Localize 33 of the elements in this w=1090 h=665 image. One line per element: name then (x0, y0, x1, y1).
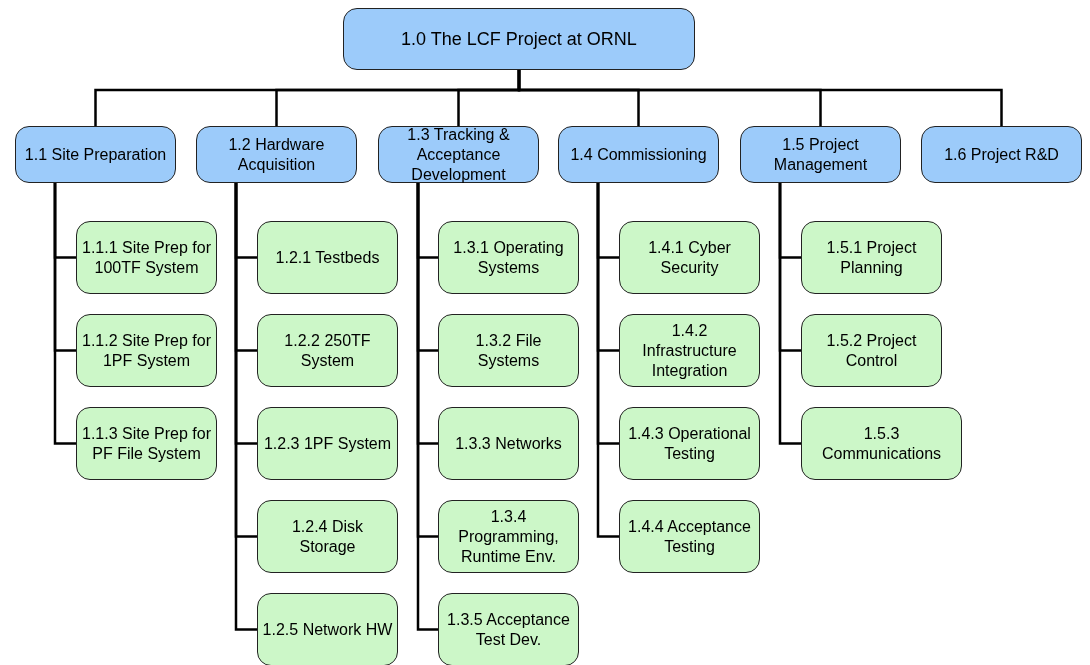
connector-line (596, 183, 619, 538)
category-box: 1.1 Site Preparation (15, 126, 176, 183)
task-box: 1.5.2 Project Control (801, 314, 942, 387)
task-box: 1.2.3 1PF System (257, 407, 398, 480)
task-box: 1.5.1 Project Planning (801, 221, 942, 294)
task-box: 1.2.5 Network HW (257, 593, 398, 665)
task-box: 1.5.3 Communications (801, 407, 962, 480)
task-box: 1.1.2 Site Prep for 1PF System (76, 314, 217, 387)
connector-line (416, 183, 438, 631)
connector-line (53, 183, 76, 445)
task-box: 1.3.4 Programming, Runtime Env. (438, 500, 579, 573)
task-box: 1.4.4 Acceptance Testing (619, 500, 760, 573)
connector-line (517, 70, 1003, 126)
task-box: 1.3.5 Acceptance Test Dev. (438, 593, 579, 665)
task-box: 1.4.3 Operational Testing (619, 407, 760, 480)
task-box: 1.4.1 Cyber Security (619, 221, 760, 294)
category-box: 1.5 Project Management (740, 126, 901, 183)
task-box: 1.3.2 File Systems (438, 314, 579, 387)
category-box: 1.6 Project R&D (921, 126, 1082, 183)
connector-line (778, 183, 801, 445)
task-box: 1.3.1 Operating Systems (438, 221, 579, 294)
task-box: 1.1.3 Site Prep for PF File System (76, 407, 217, 480)
category-box: 1.2 Hardware Acquisition (196, 126, 357, 183)
category-box: 1.4 Commissioning (558, 126, 719, 183)
task-box: 1.2.2 250TF System (257, 314, 398, 387)
task-box: 1.1.1 Site Prep for 100TF System (76, 221, 217, 294)
connector-line (234, 183, 257, 631)
task-box: 1.3.3 Networks (438, 407, 579, 480)
task-box: 1.4.2 Infrastructure Integration (619, 314, 760, 387)
category-box: 1.3 Tracking & Acceptance Development (378, 126, 539, 183)
task-box: 1.2.1 Testbeds (257, 221, 398, 294)
root-box: 1.0 The LCF Project at ORNL (343, 8, 695, 70)
task-box: 1.2.4 Disk Storage (257, 500, 398, 573)
